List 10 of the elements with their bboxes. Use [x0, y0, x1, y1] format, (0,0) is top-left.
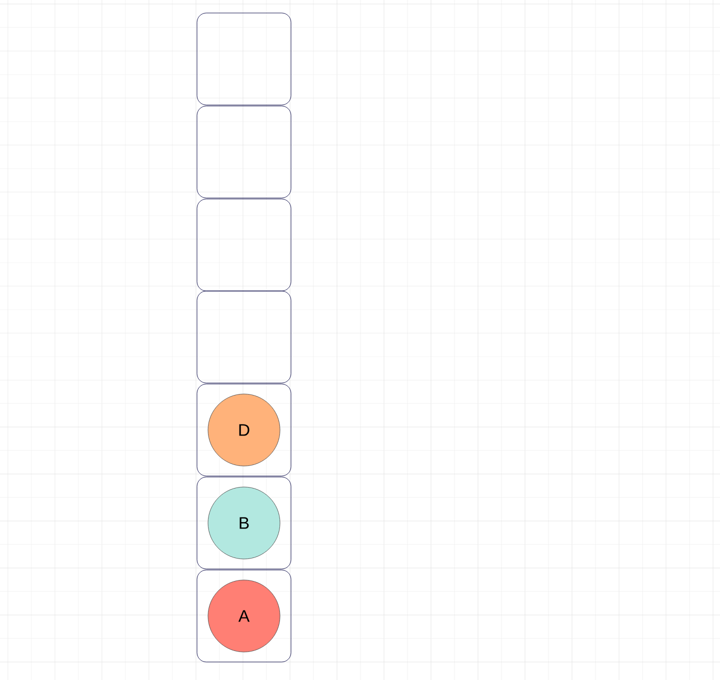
circle-node: B — [208, 486, 280, 560]
slot-box — [196, 106, 292, 198]
slot-box — [196, 290, 292, 384]
slot-box — [196, 570, 292, 662]
circle-node: A — [208, 580, 280, 652]
slot-box — [196, 384, 292, 476]
slot-box — [196, 198, 292, 292]
circle-node: D — [208, 394, 280, 466]
slot-box — [196, 12, 292, 106]
slot-box — [196, 476, 292, 570]
